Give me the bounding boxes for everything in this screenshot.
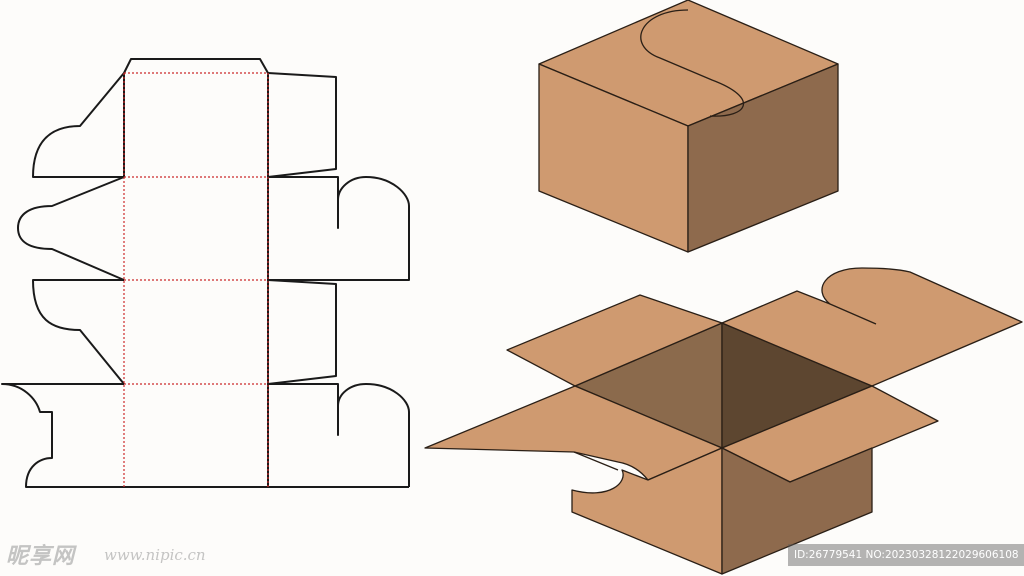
right-lock-flap-1-outline xyxy=(268,176,410,281)
right-upper-tab-outline xyxy=(267,72,337,178)
right-middle-tab-outline xyxy=(267,279,337,385)
open-box-back-right-lock-slit xyxy=(829,303,877,325)
watermark-logo: 昵享网 xyxy=(6,544,76,569)
open-box-side-face xyxy=(721,447,873,575)
open-box xyxy=(424,267,1023,575)
open-box-front-left-lock-slit xyxy=(573,451,619,471)
closed-box xyxy=(538,0,839,253)
closed-box-side-face xyxy=(687,63,839,253)
left-edge-outline xyxy=(1,72,125,488)
watermark-url: www.nipic.cn xyxy=(104,546,206,564)
right-lock-flap-2-outline xyxy=(268,383,410,487)
id-strip: ID:26779541 NO:20230328122029606108 xyxy=(788,544,1024,566)
top-flap-outline xyxy=(123,58,269,74)
closed-box-lock-tab-curve xyxy=(640,9,745,117)
open-box-front-face xyxy=(571,447,723,575)
fold-lines xyxy=(123,72,269,487)
open-box-back-right-flap xyxy=(721,267,1023,387)
dieline-template xyxy=(1,58,410,488)
